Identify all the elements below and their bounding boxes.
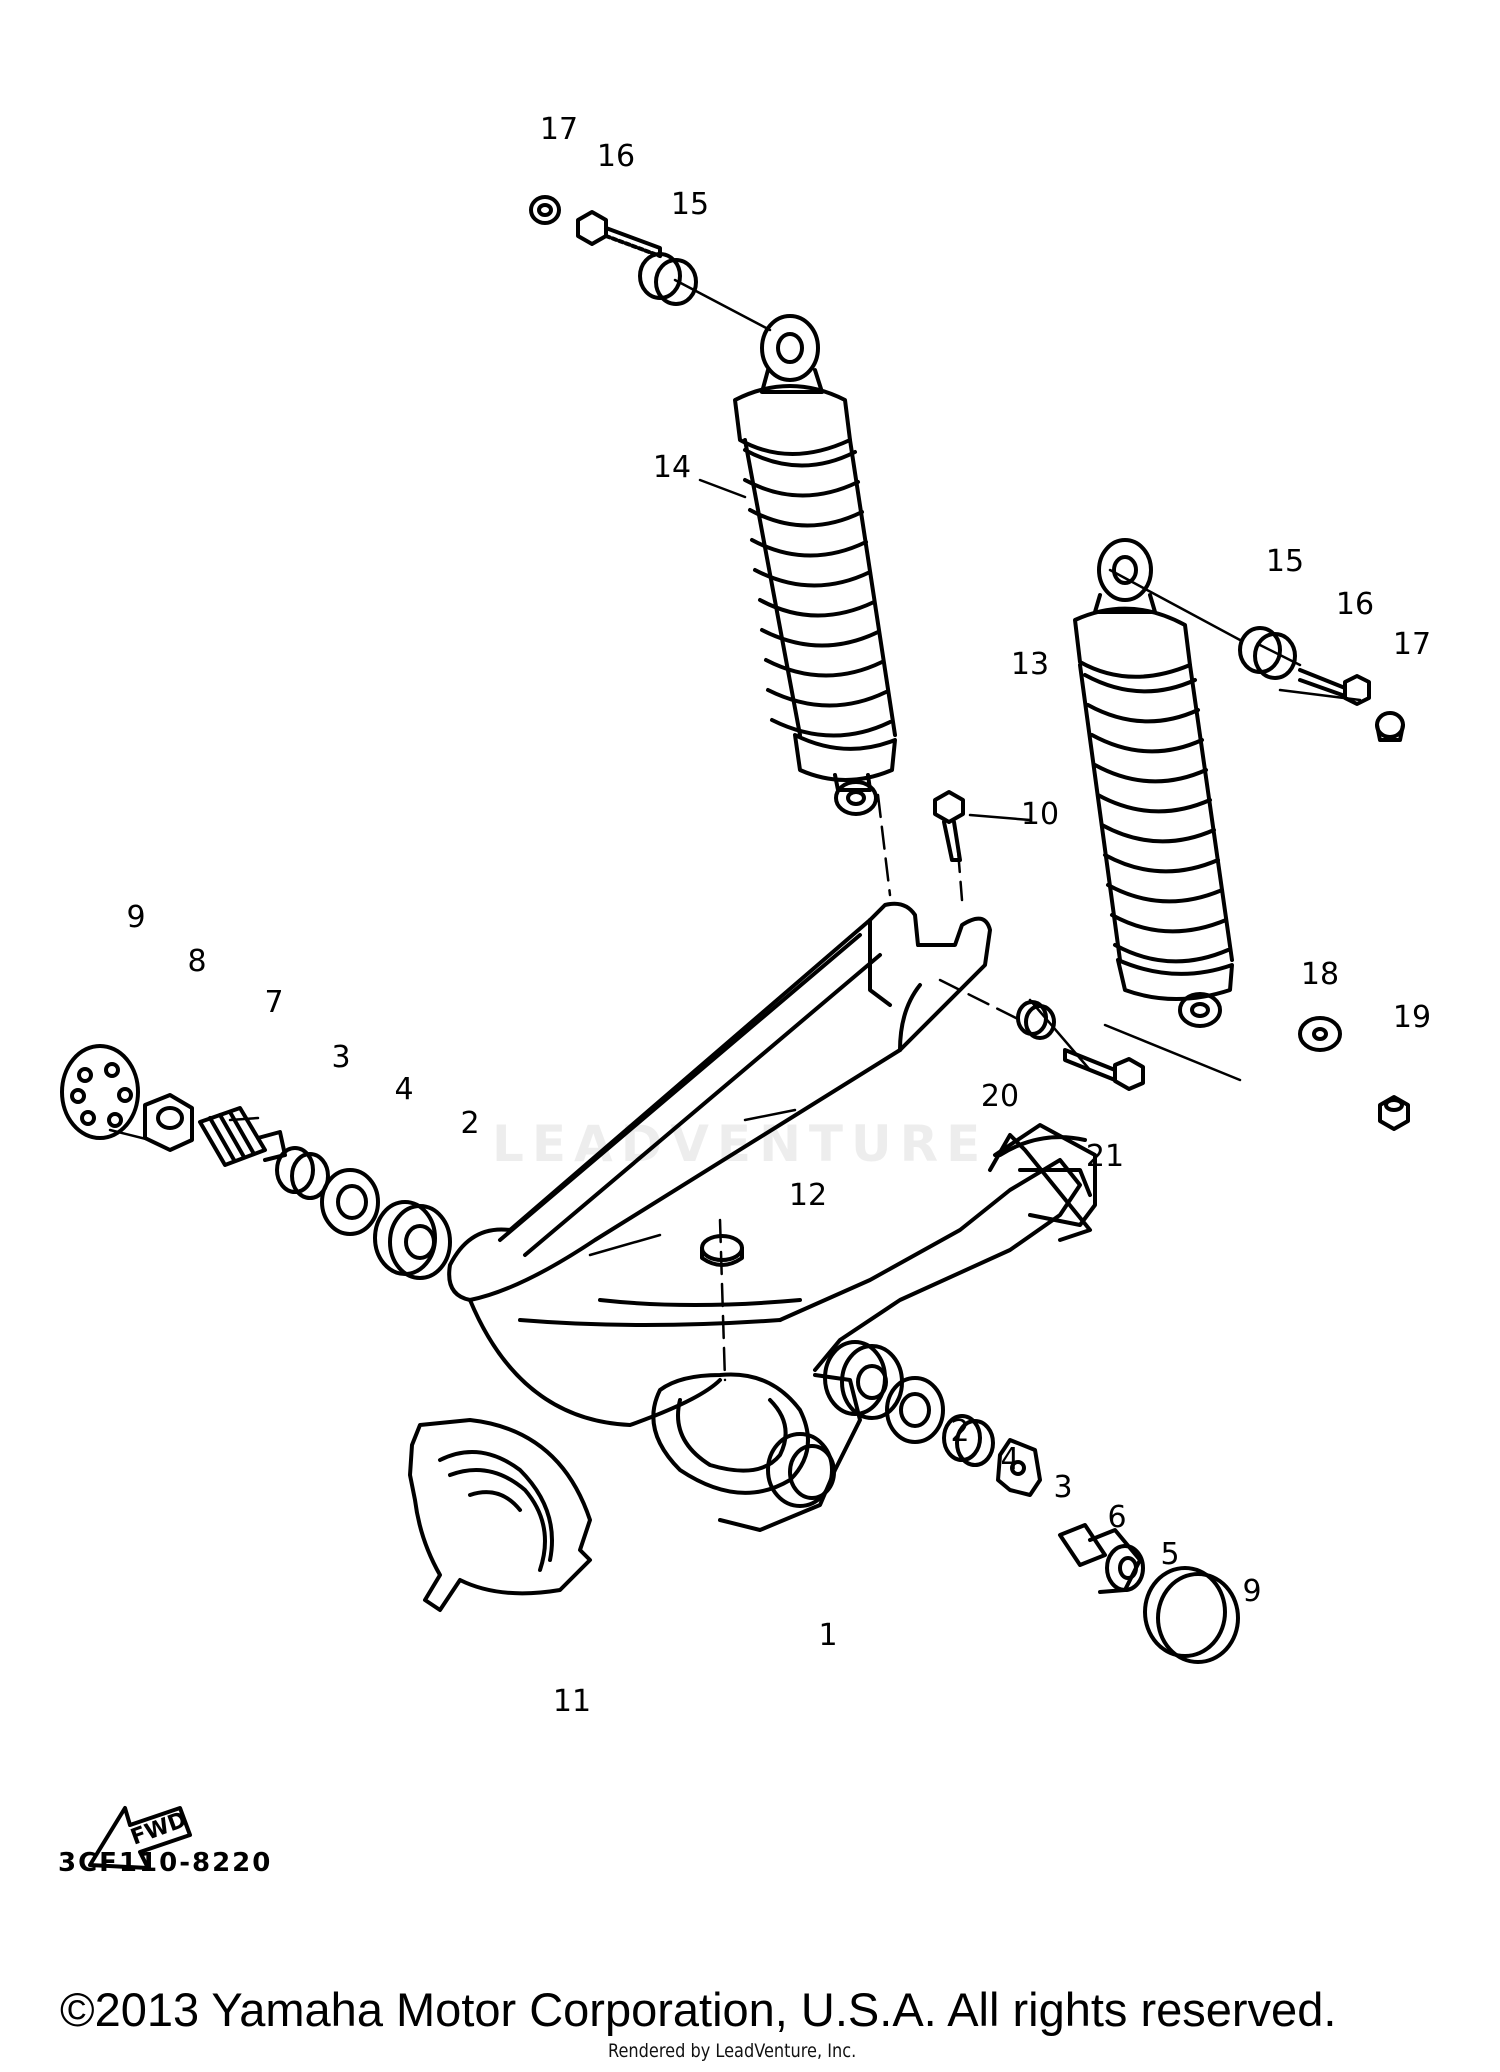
part-20-nut: [1016, 1000, 1056, 1040]
callout-10: 10: [1020, 797, 1060, 832]
part-7-pivot-shaft-left: [198, 1106, 287, 1167]
callout-15-right: 15: [1265, 544, 1305, 579]
part-4-oil-seal-left: [320, 1168, 380, 1236]
callout-16-top-left: 16: [596, 139, 636, 174]
callout-9-left: 9: [126, 900, 146, 935]
part-17-cap-nut-left: [529, 195, 561, 225]
part-9-cap-right: [1143, 1566, 1240, 1664]
diagram-code: 3CF110-8220: [58, 1848, 273, 1878]
part-3-collar-right: [942, 1414, 995, 1467]
part-1-swingarm: [447, 901, 1097, 1532]
part-10-bolt: [933, 790, 965, 862]
part-16-bolt-right: [1298, 668, 1371, 706]
callout-12: 12: [788, 1178, 828, 1213]
part-11-boot: [408, 1418, 592, 1612]
callout-16-right: 16: [1335, 587, 1375, 622]
callout-4-right: 4: [1000, 1442, 1020, 1477]
callout-20: 20: [980, 1079, 1020, 1114]
part-9-cap-left: [60, 1044, 140, 1140]
leadventure-watermark: LEADVENTURE: [492, 1115, 989, 1173]
callout-3-left: 3: [331, 1040, 351, 1075]
callout-13: 13: [1010, 647, 1050, 682]
callout-14: 14: [652, 450, 692, 485]
rendered-by-credit: Rendered by LeadVenture, Inc.: [608, 2040, 857, 2062]
part-13-rear-shock-absorber-right: [1073, 538, 1234, 1028]
part-14-rear-shock-absorber-left: [733, 314, 897, 816]
callout-15-top-left: 15: [670, 187, 710, 222]
part-15-collar-left: [638, 252, 698, 306]
callout-19: 19: [1392, 1000, 1432, 1035]
callout-21: 21: [1085, 1139, 1125, 1174]
callout-4-left: 4: [394, 1072, 414, 1107]
part-5-pivot-shaft-right: [1058, 1523, 1145, 1594]
part-17-cap-nut-right: [1375, 711, 1405, 742]
callout-2-right: 2: [950, 1414, 970, 1449]
callout-5: 5: [1160, 1537, 1180, 1572]
callout-11: 11: [552, 1684, 592, 1719]
callout-17-top-left: 17: [539, 112, 579, 147]
callout-17-right: 17: [1392, 627, 1432, 662]
part-4-oil-seal-right: [885, 1376, 945, 1444]
copyright-notice: ©2013 Yamaha Motor Corporation, U.S.A. A…: [60, 1983, 1337, 2036]
callout-2-left: 2: [460, 1106, 480, 1141]
part-21-bolt: [1063, 1048, 1145, 1091]
part-8-nut-left: [143, 1093, 194, 1152]
callout-1: 1: [818, 1618, 838, 1653]
part-18-washer: [1298, 1016, 1342, 1052]
part-19-nut: [1378, 1095, 1410, 1131]
part-15-collar-right: [1238, 626, 1297, 680]
part-16-bolt-left: [576, 210, 662, 258]
leader-lines: [108, 278, 1362, 1382]
callout-7: 7: [264, 985, 284, 1020]
part-6-locking-washer: [996, 1438, 1042, 1497]
part-3-collar-left: [275, 1146, 330, 1200]
part-12-cap: [700, 1234, 744, 1267]
callout-6: 6: [1107, 1500, 1127, 1535]
callout-18: 18: [1300, 957, 1340, 992]
callout-9-right: 9: [1242, 1574, 1262, 1609]
callout-8: 8: [187, 944, 207, 979]
part-2-bearing-left: [373, 1200, 452, 1280]
callout-3-right: 3: [1053, 1470, 1073, 1505]
